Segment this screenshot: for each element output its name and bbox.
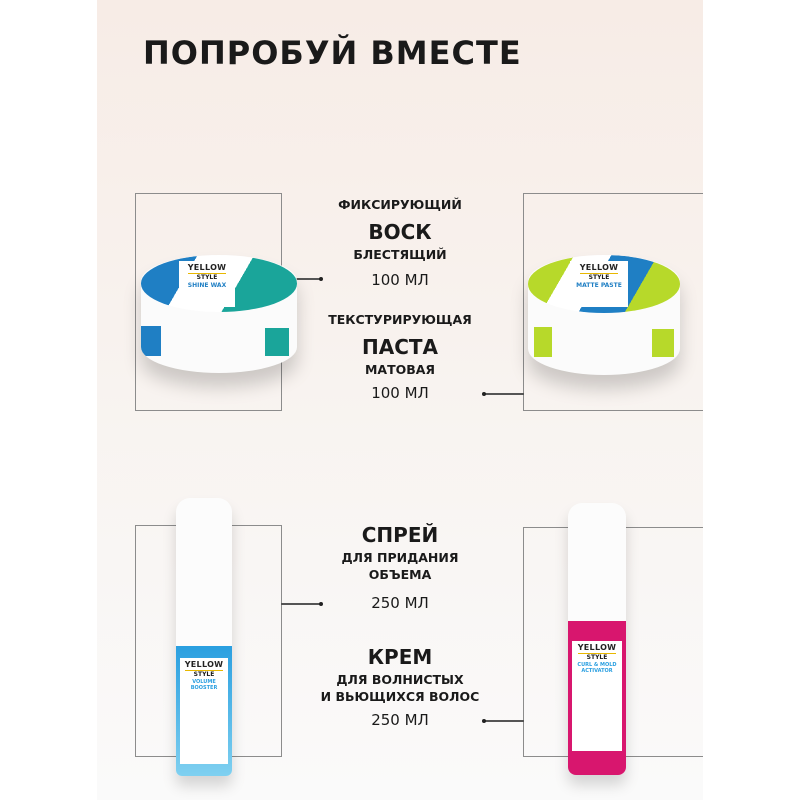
spray-volume: 250 МЛ (371, 594, 429, 612)
wax-name: ВОСК (368, 220, 432, 244)
spray-suffix: ОБЪЕМА (368, 567, 432, 582)
paste-frame (523, 193, 703, 411)
product-label: SHINE WAX (187, 281, 227, 289)
product-line: STYLE (586, 653, 608, 661)
product-panel: ПОПРОБУЙ ВМЕСТЕ ФИКСИРУЮЩИЙ ВОСК БЛЕСТЯЩ… (97, 0, 703, 800)
page-title: ПОПРОБУЙ ВМЕСТЕ (143, 34, 522, 72)
wax-volume: 100 МЛ (371, 271, 429, 289)
product-label: MATTE PASTE (576, 281, 622, 289)
spray-suffix: ДЛЯ ПРИДАНИЯ (341, 550, 459, 565)
paste-suffix: МАТОВАЯ (364, 362, 436, 377)
brand-logo: YELLOW (577, 643, 617, 654)
cream-suffix: И ВЬЮЩИХСЯ ВОЛОС (320, 689, 480, 704)
brand-logo: YELLOW (187, 263, 227, 274)
spray-name: СПРЕЙ (361, 523, 439, 547)
cream-name: КРЕМ (367, 645, 433, 669)
paste-name: ПАСТА (361, 335, 438, 359)
connector-dot (319, 602, 323, 606)
paste-connector (483, 393, 524, 395)
connector-dot (482, 719, 486, 723)
wax-prefix: ФИКСИРУЮЩИЙ (338, 197, 462, 212)
brand-logo: YELLOW (579, 263, 619, 274)
spray-connector (281, 603, 321, 605)
wax-connector (281, 278, 321, 280)
paste-prefix: ТЕКСТУРИРУЮЩАЯ (328, 312, 472, 327)
brand-logo: YELLOW (184, 660, 224, 671)
cream-suffix: ДЛЯ ВОЛНИСТЫХ (336, 672, 464, 687)
cream-volume: 250 МЛ (371, 711, 429, 729)
cream-connector (483, 720, 524, 722)
product-line: STYLE (196, 273, 218, 281)
paste-volume: 100 МЛ (371, 384, 429, 402)
product-line: STYLE (588, 273, 610, 281)
volume-booster-spray-image: YELLOW STYLE VOLUME BOOSTER (176, 498, 232, 776)
shine-wax-jar-image: YELLOW STYLE SHINE WAX (141, 255, 297, 373)
matte-paste-jar-image: YELLOW STYLE MATTE PASTE (528, 255, 680, 375)
connector-dot (482, 392, 486, 396)
connector-dot (319, 277, 323, 281)
product-label: VOLUME BOOSTER (190, 678, 218, 692)
product-line: STYLE (193, 670, 215, 678)
wax-suffix: БЛЕСТЯЩИЙ (353, 247, 447, 262)
curl-activator-bottle-image: YELLOW STYLE CURL & MOLD ACTIVATOR (568, 503, 626, 775)
product-label: CURL & MOLD ACTIVATOR (577, 661, 617, 675)
